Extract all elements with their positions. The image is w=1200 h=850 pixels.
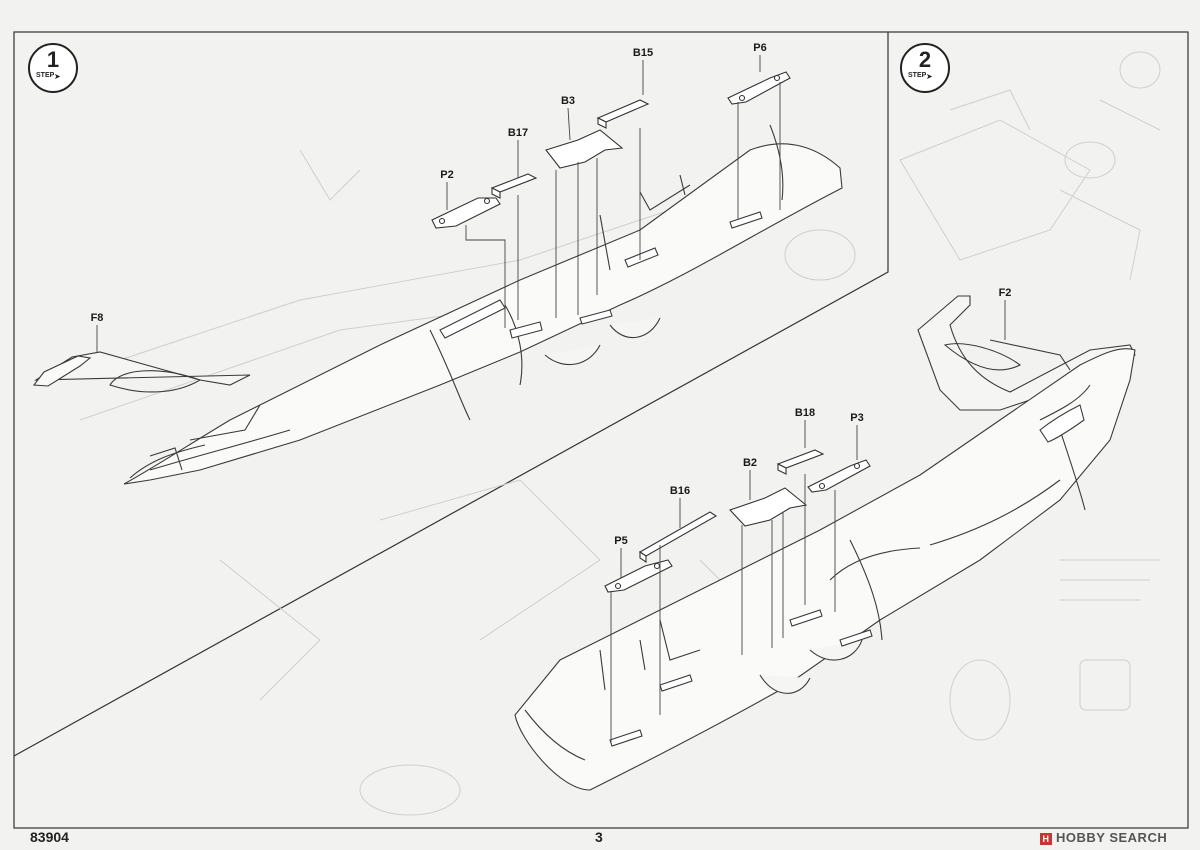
step2-fuselage-half xyxy=(514,295,1136,791)
part-b3 xyxy=(545,129,624,169)
page-number: 3 xyxy=(595,829,603,845)
watermark: H HOBBY SEARCH xyxy=(1040,830,1167,845)
label-b18: B18 xyxy=(794,407,816,419)
label-b15: B15 xyxy=(632,47,654,59)
step-1-number: 1 xyxy=(46,47,60,72)
label-f8: F8 xyxy=(90,312,104,324)
part-b15 xyxy=(596,99,650,123)
label-p5: P5 xyxy=(614,535,628,547)
ghost-background-drawing xyxy=(59,51,1161,816)
part-b18 xyxy=(776,449,825,469)
step-1-badge: 1 STEP ➤ xyxy=(28,43,78,93)
step1-parts xyxy=(431,71,791,229)
label-p3: P3 xyxy=(850,412,864,424)
part-b17 xyxy=(490,173,538,193)
product-code: 83904 xyxy=(30,829,69,845)
label-b16: B16 xyxy=(669,485,691,497)
page-frame xyxy=(13,31,1189,829)
part-p3 xyxy=(807,459,871,493)
step-2-badge: 2 STEP ➤ xyxy=(900,43,950,93)
label-b3: B3 xyxy=(560,95,576,107)
part-p6 xyxy=(727,71,791,105)
part-b2 xyxy=(729,487,808,527)
part-p5 xyxy=(604,559,673,593)
label-p2: P2 xyxy=(440,169,454,181)
step2-leader-lines xyxy=(610,300,1006,742)
label-p6: P6 xyxy=(753,42,767,54)
part-p2 xyxy=(431,197,501,229)
watermark-logo-icon: H xyxy=(1040,832,1052,845)
label-b2: B2 xyxy=(742,457,758,469)
step1-leader-lines xyxy=(96,55,781,353)
step-2-word: STEP xyxy=(908,72,927,79)
step-arrow-icon: ➤ xyxy=(54,72,61,81)
step2-parts xyxy=(604,449,871,593)
label-f2: F2 xyxy=(998,287,1012,299)
step-arrow-icon: ➤ xyxy=(926,72,933,81)
watermark-text: HOBBY SEARCH xyxy=(1056,830,1168,845)
step1-fuselage-half xyxy=(32,124,843,485)
part-b16 xyxy=(638,511,718,557)
step-1-word: STEP xyxy=(36,72,55,79)
step-2-number: 2 xyxy=(918,47,932,72)
label-b17: B17 xyxy=(507,127,529,139)
